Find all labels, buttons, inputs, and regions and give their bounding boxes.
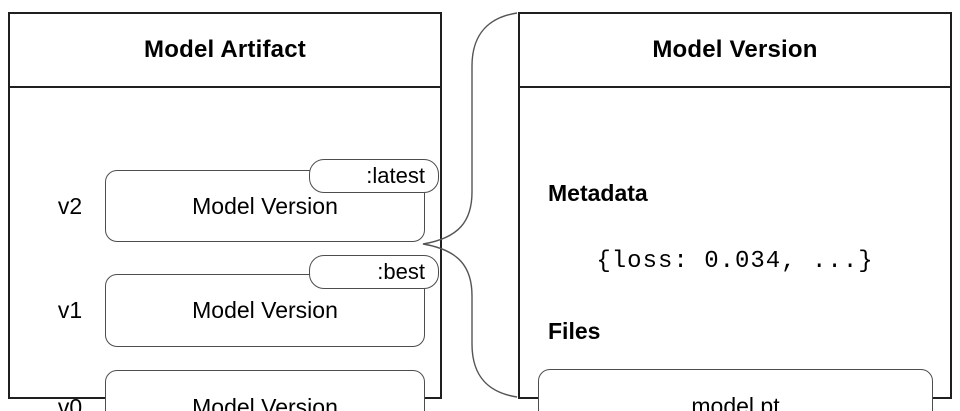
- alias-tag-best: :best: [309, 255, 439, 289]
- alias-tag-latest: :latest: [309, 159, 439, 193]
- file-box: model.pt: [538, 369, 933, 411]
- model-version-box-label: Model Version: [192, 192, 338, 219]
- metadata-value: {loss: 0.034, ...}: [596, 248, 874, 275]
- alias-tag-label: :best: [377, 259, 425, 284]
- model-version-box-v1: Model Version: [105, 274, 425, 347]
- version-label-v1: v1: [57, 297, 83, 323]
- model-artifact-body: v2 Model Version :latest v1 Model Versio…: [10, 88, 440, 411]
- file-name: model.pt: [691, 393, 780, 411]
- model-version-box-v0: Model Version: [105, 370, 425, 411]
- alias-tag-label: :latest: [366, 163, 425, 188]
- model-version-panel: Model Version Metadata {loss: 0.034, ...…: [518, 12, 952, 411]
- model-version-box-label: Model Version: [192, 297, 338, 323]
- model-artifact-title: Model Artifact: [10, 14, 440, 88]
- files-heading: Files: [548, 318, 601, 344]
- model-artifact-panel: Model Artifact v2 Model Version :latest …: [8, 12, 442, 411]
- model-version-box-label: Model Version: [192, 394, 338, 411]
- version-label-v0: v0: [57, 394, 83, 411]
- metadata-heading: Metadata: [548, 180, 648, 206]
- model-version-title: Model Version: [520, 14, 950, 88]
- model-version-body: Metadata {loss: 0.034, ...} Files model.…: [520, 88, 950, 411]
- version-label-v2: v2: [57, 192, 83, 219]
